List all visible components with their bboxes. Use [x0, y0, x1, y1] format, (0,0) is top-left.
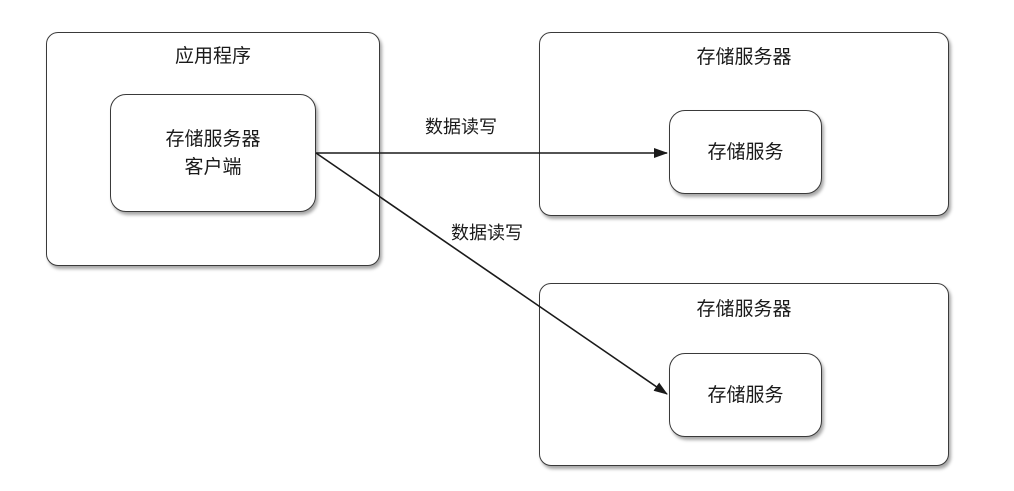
storage-client-label-line1: 存储服务器: [165, 128, 261, 150]
application-title: 应用程序: [174, 45, 251, 67]
arrow-to-bottom-service: [315, 152, 668, 395]
storage-server-bottom-title: 存储服务器: [696, 298, 792, 320]
storage-server-top-title: 存储服务器: [696, 46, 792, 68]
storage-client-label-line2: 客户端: [184, 156, 242, 178]
storage-service-bottom-label: 存储服务: [707, 384, 784, 406]
edge-label-top: 数据读写: [425, 117, 497, 138]
storage-service-bottom: 存储服务: [669, 353, 822, 437]
storage-service-top-label: 存储服务: [707, 141, 784, 163]
storage-client-box: 存储服务器 客户端: [110, 94, 316, 212]
storage-service-top: 存储服务: [669, 110, 822, 194]
edge-label-bottom: 数据读写: [451, 223, 523, 244]
